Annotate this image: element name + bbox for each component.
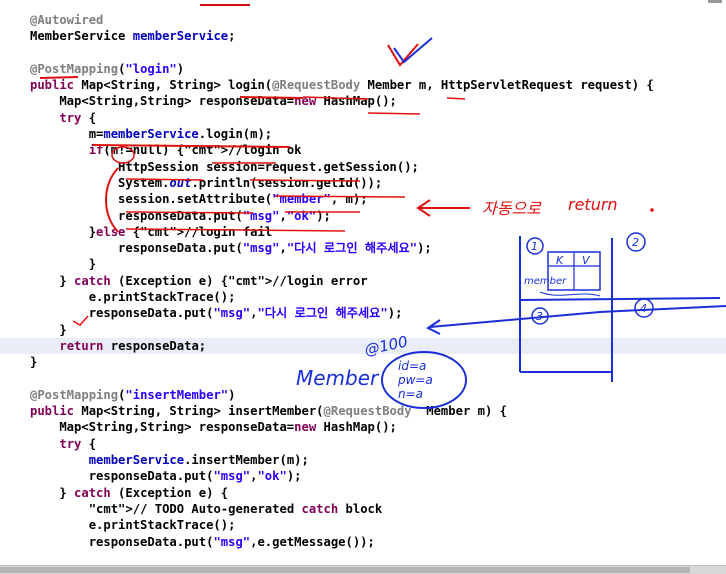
top-ink-mark	[200, 0, 250, 6]
code-line[interactable]: @PostMapping("login")	[30, 61, 185, 76]
code-line[interactable]: } catch (Exception e) {	[30, 485, 229, 500]
code-line[interactable]: responseData.put("msg","ok");	[30, 208, 331, 223]
code-line[interactable]: public Map<String, String> insertMember(…	[30, 404, 507, 419]
top-right-marker	[708, 0, 722, 3]
code-line[interactable]: }	[30, 355, 38, 370]
code-line[interactable]: e.printStackTrace();	[30, 518, 236, 533]
code-line[interactable]: Map<String,String> responseData=new Hash…	[30, 94, 397, 109]
scrollbar-thumb[interactable]	[0, 567, 690, 573]
code-line[interactable]: HttpSession session=request.getSession()…	[30, 159, 419, 174]
code-line[interactable]: Map<String,String> responseData=new Hash…	[30, 420, 397, 435]
code-line[interactable]: session.setAttribute("member", m);	[30, 192, 368, 207]
code-line[interactable]: System.out.println(session.getId());	[30, 175, 383, 190]
code-line[interactable]	[30, 45, 726, 61]
code-line[interactable]: m=memberService.login(m);	[30, 127, 273, 142]
code-line[interactable]: if(m!=null) {"cmt">//login ok	[88, 143, 302, 158]
code-line[interactable]: } catch (Exception e) {"cmt">//login err…	[30, 273, 368, 288]
code-line[interactable]: MemberService memberService;	[30, 29, 236, 44]
code-line[interactable]: }else {"cmt">//login fail	[30, 224, 273, 239]
code-line[interactable]: @PostMapping("insertMember")	[30, 387, 236, 402]
code-line[interactable]: try {	[59, 110, 97, 125]
code-line[interactable]: try {	[59, 436, 97, 451]
code-line[interactable]: "cmt">// TODO Auto-generated catch block	[88, 501, 383, 516]
editor-top-edge	[0, 0, 726, 6]
code-line[interactable]	[30, 371, 726, 387]
code-line[interactable]: return responseData;	[0, 337, 726, 355]
code-line[interactable]: public Map<String, String> login(@Reques…	[30, 78, 654, 93]
horizontal-scrollbar[interactable]	[0, 565, 726, 574]
code-line[interactable]: @Autowired	[30, 13, 104, 27]
code-line[interactable]: responseData.put("msg",e.getMessage());	[30, 534, 375, 549]
code-line[interactable]: memberService.insertMember(m);	[88, 453, 309, 468]
code-line[interactable]: }	[30, 257, 97, 272]
code-line[interactable]: e.printStackTrace();	[30, 290, 236, 305]
code-line[interactable]: responseData.put("msg","다시 로그인 해주세요");	[30, 241, 432, 256]
code-line[interactable]: responseData.put("msg","ok");	[30, 469, 302, 484]
code-line[interactable]: }	[30, 322, 67, 337]
code-line[interactable]: responseData.put("msg","다시 로그인 해주세요");	[30, 306, 403, 321]
